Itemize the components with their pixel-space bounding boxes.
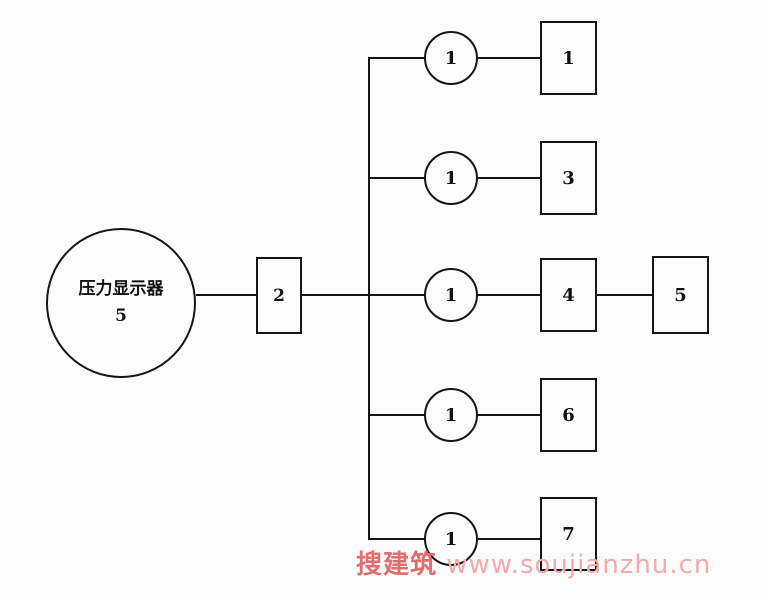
connector-bus-to-valve (368, 294, 426, 296)
valve-node: 1 (424, 31, 478, 85)
extra-device-label: 5 (674, 284, 687, 306)
connector-device-to-extra (597, 294, 652, 296)
connector-valve-to-device (478, 57, 540, 59)
valve-node: 1 (424, 388, 478, 442)
connector-bus-to-valve (368, 538, 426, 540)
pressure-display-node: 压力显示器 5 (46, 228, 196, 378)
extra-device-node: 5 (652, 256, 709, 334)
device-node: 4 (540, 258, 597, 332)
valve-label: 1 (444, 284, 458, 306)
valve-label: 1 (444, 528, 458, 550)
valve-label: 1 (444, 404, 458, 426)
device-label: 4 (562, 284, 575, 306)
pressure-display-number: 5 (115, 306, 127, 326)
connector-source-to-box (196, 294, 256, 296)
valve-node: 1 (424, 512, 478, 566)
valve-label: 1 (444, 47, 458, 69)
device-label: 3 (562, 167, 575, 189)
valve-node: 1 (424, 268, 478, 322)
connector-bus-to-valve (368, 414, 426, 416)
connector-valve-to-device (478, 538, 540, 540)
connector-valve-to-device (478, 414, 540, 416)
junction-box-node: 2 (256, 257, 302, 334)
watermark-site: www.soujianzhu.cn (446, 550, 712, 580)
device-label: 6 (562, 404, 575, 426)
device-node: 7 (540, 497, 597, 571)
watermark-brand: 搜建筑 (356, 550, 438, 580)
watermark: 搜建筑 www.soujianzhu.cn (356, 544, 711, 581)
valve-label: 1 (444, 167, 458, 189)
connector-valve-to-device (478, 177, 540, 179)
valve-node: 1 (424, 151, 478, 205)
connector-bus-to-valve (368, 57, 426, 59)
connector-valve-to-device (478, 294, 540, 296)
connector-bus-to-valve (368, 177, 426, 179)
device-node: 6 (540, 378, 597, 452)
device-label: 7 (562, 523, 575, 545)
junction-box-label: 2 (273, 285, 285, 306)
device-node: 3 (540, 141, 597, 215)
device-label: 1 (562, 47, 575, 69)
connector-box-to-bus (302, 294, 368, 296)
bus-line (368, 57, 370, 540)
device-node: 1 (540, 21, 597, 95)
pressure-display-label: 压力显示器 (78, 278, 164, 299)
